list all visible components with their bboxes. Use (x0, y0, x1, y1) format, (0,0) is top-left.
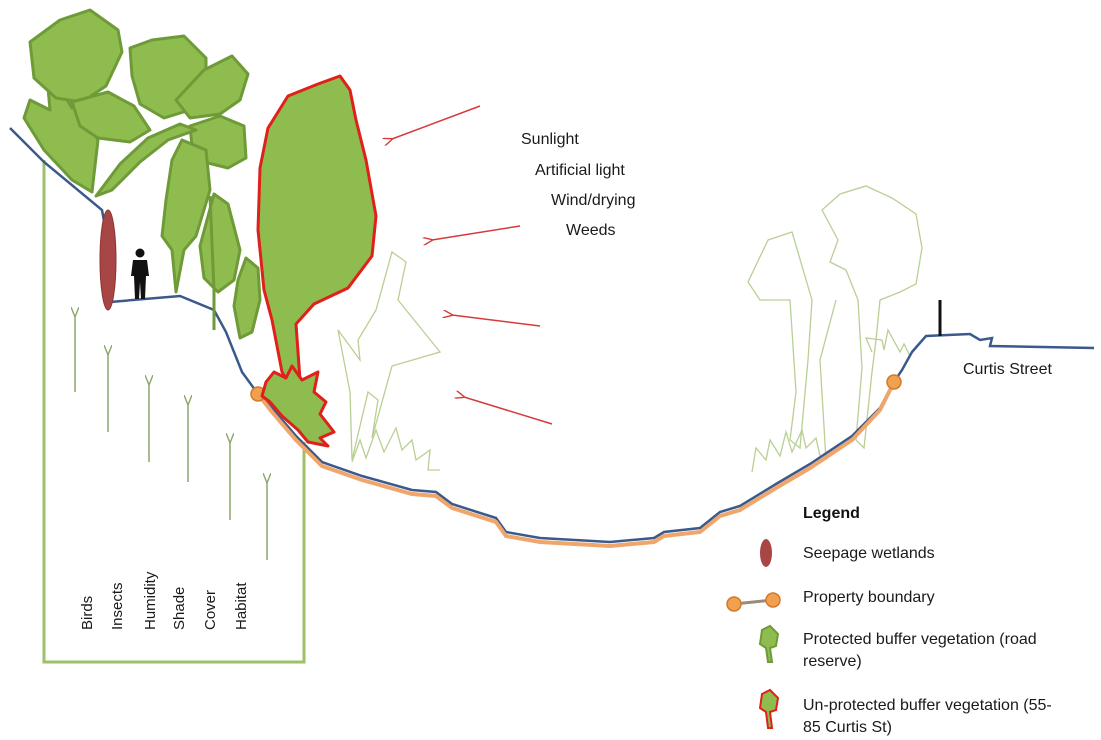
legend-label-unprotected-2: 85 Curtis St) (803, 719, 892, 736)
benefit-label-cover: Cover (202, 590, 219, 630)
legend-label-seepage: Seepage wetlands (803, 545, 935, 562)
leaf-mid-3 (234, 258, 260, 338)
person-icon (131, 249, 149, 300)
legend-title: Legend (803, 505, 860, 522)
pressure-arrow-3 (452, 315, 540, 326)
unprotected-shrub (262, 366, 334, 446)
legend-wetland-icon (760, 539, 772, 567)
pressure-label-wind-drying: Wind/drying (551, 192, 635, 209)
legend-label-protected-1: Protected buffer vegetation (road (803, 631, 1037, 648)
boundary-dot-right (887, 375, 901, 389)
faded-tree-right-1 (748, 232, 812, 448)
benefit-label-birds: Birds (79, 596, 96, 630)
leaf-mid-2 (200, 194, 240, 292)
benefit-label-shade: Shade (171, 587, 188, 630)
property-boundary-line (258, 382, 894, 546)
pressure-label-weeds: Weeds (566, 222, 616, 239)
benefit-label-humidity: Humidity (142, 571, 159, 630)
pressure-arrow-2 (432, 226, 520, 240)
benefit-arrows (75, 316, 267, 560)
faded-tree-right-3 (820, 300, 836, 460)
pressure-label-artificial-light: Artificial light (535, 162, 625, 179)
seepage-wetland (100, 210, 116, 310)
pressure-arrow-4 (464, 397, 552, 424)
legend-unprotected-leaf-icon (760, 690, 778, 728)
legend-label-boundary: Property boundary (803, 589, 935, 606)
faded-tree-right-2 (822, 186, 922, 448)
pressure-arrow-1 (392, 106, 480, 139)
pressure-arrows (392, 106, 552, 424)
legend: Legend Seepage wetlands Property boundar… (727, 505, 1052, 736)
street-label: Curtis Street (963, 361, 1052, 378)
faded-shrub-right (866, 330, 910, 356)
legend-boundary-dot-right (766, 593, 780, 607)
leaf-large-1 (30, 10, 122, 102)
legend-label-unprotected-1: Un-protected buffer vegetation (55- (803, 697, 1052, 714)
legend-protected-leaf-icon (760, 626, 778, 662)
faded-tree-outlines (338, 186, 922, 472)
unprotected-vegetation (258, 76, 376, 446)
legend-label-protected-2: reserve) (803, 653, 862, 670)
faded-grass-right (752, 430, 820, 472)
benefit-label-habitat: Habitat (233, 582, 250, 630)
pressure-label-sunlight: Sunlight (521, 131, 579, 148)
legend-boundary-dot-left (727, 597, 741, 611)
faded-grass-left (352, 428, 440, 470)
benefit-label-insects: Insects (109, 582, 126, 630)
